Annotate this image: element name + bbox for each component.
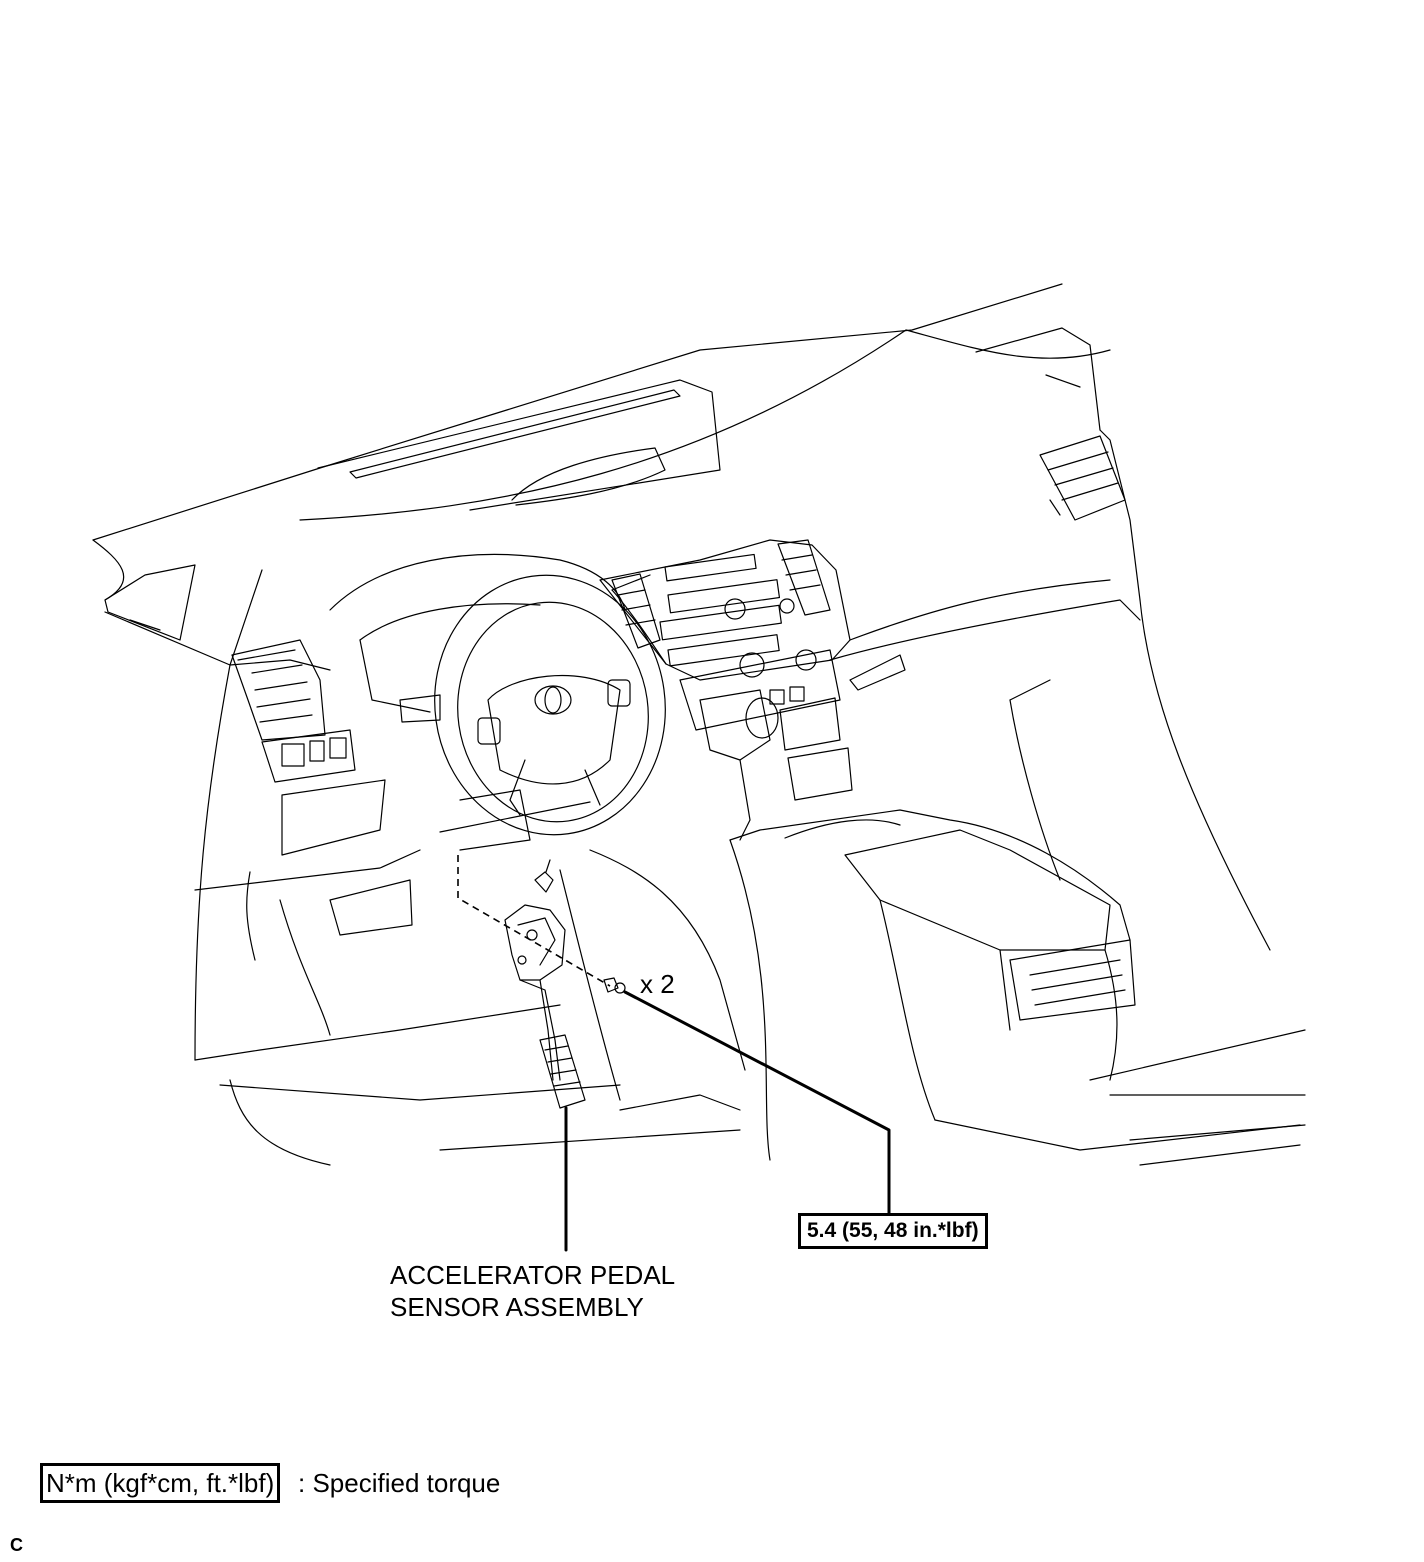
accelerator-pedal-sensor-assembly xyxy=(504,859,586,1109)
install-guide-line xyxy=(457,855,611,987)
part-name-label-line2: SENSOR ASSEMBLY xyxy=(390,1292,644,1322)
bolt-quantity-label: x 2 xyxy=(640,969,675,999)
torque-legend-text: : Specified torque xyxy=(298,1468,501,1498)
toyota-logo-icon xyxy=(534,685,572,715)
bolt-icon xyxy=(603,977,626,994)
torque-spec-box: 5.4 (55, 48 in.*lbf) xyxy=(798,1213,988,1249)
illustration-code: C xyxy=(10,1535,23,1555)
torque-legend-box: N*m (kgf*cm, ft.*lbf) xyxy=(40,1463,281,1503)
connector-icon xyxy=(534,871,554,893)
torque-leader-line xyxy=(623,990,891,1217)
dashboard-outline xyxy=(92,283,1306,1166)
part-name-label-line1: ACCELERATOR PEDAL xyxy=(390,1260,676,1290)
